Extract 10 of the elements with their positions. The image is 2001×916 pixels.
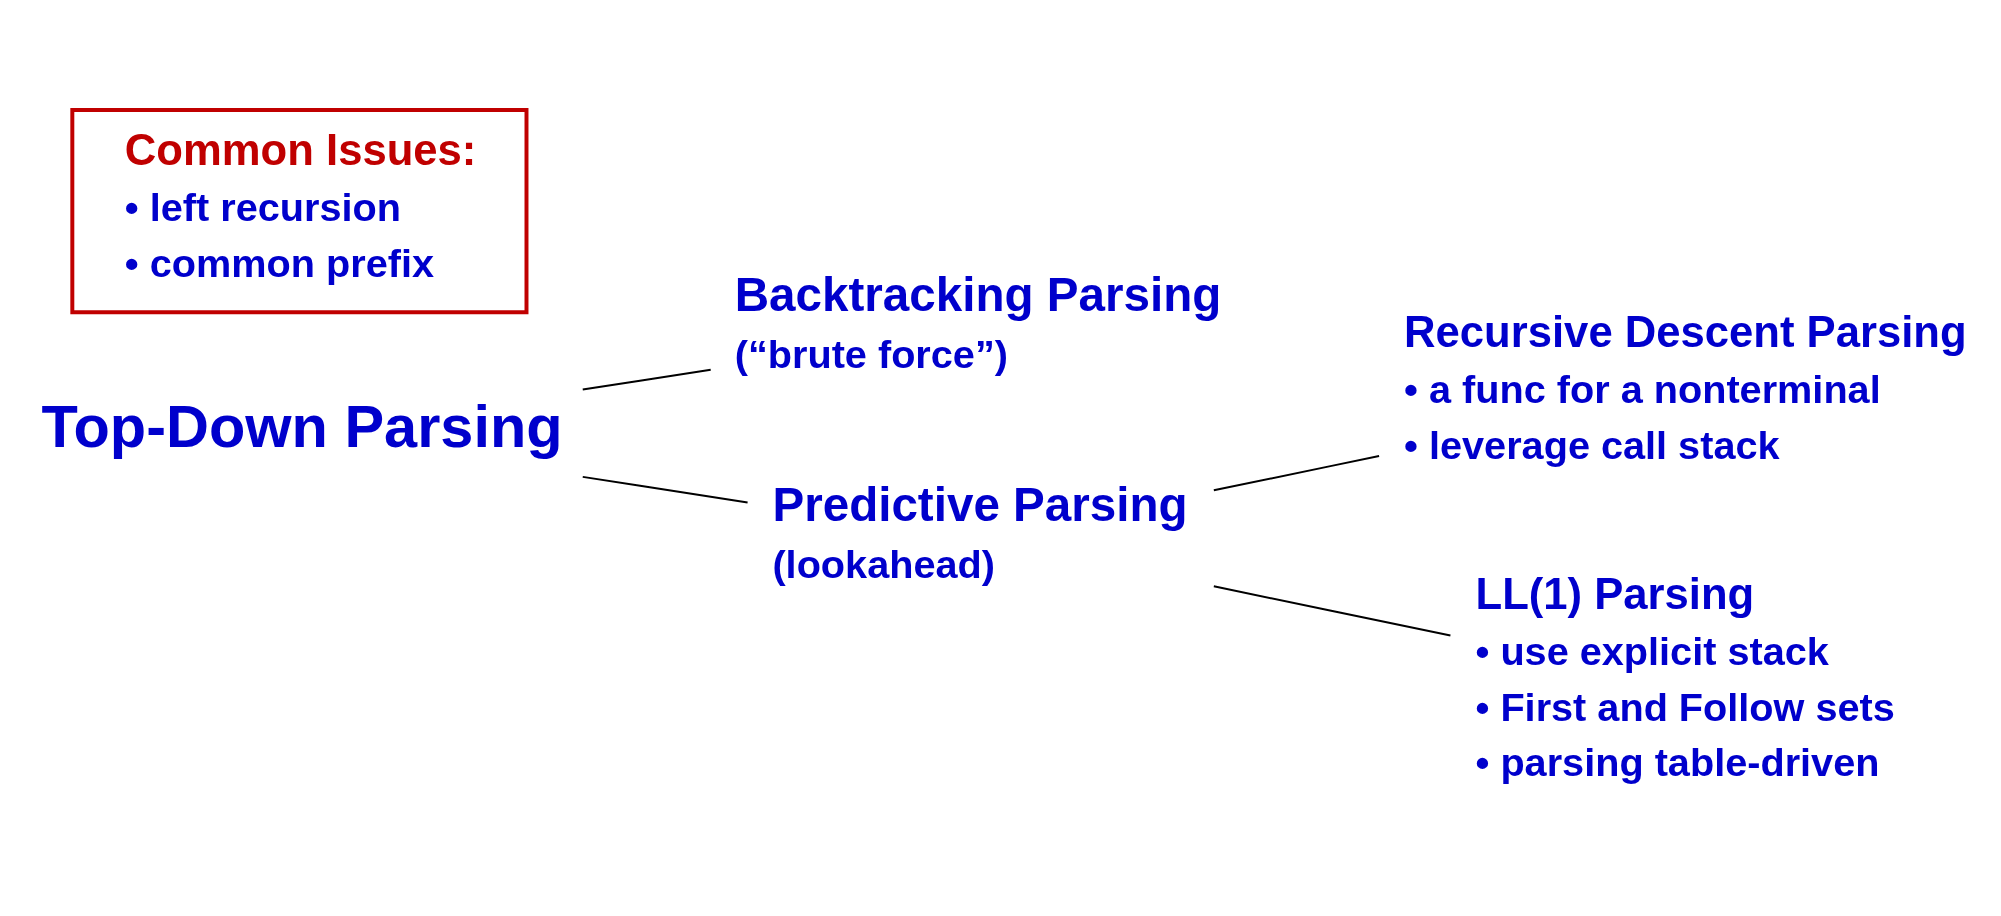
connector [581, 475, 749, 504]
node-text: Top-Down Parsing [41, 393, 563, 461]
node-box: Common Issues: • left recursion • common prefix [70, 107, 529, 315]
node-text: LL(1) Parsing • use explicit stack • First and Follow sets • parsing table-driven [1475, 569, 1895, 785]
connector [1212, 585, 1452, 637]
node-text: Predictive Parsing (lookahead) [772, 477, 1188, 586]
node-text: Recursive Descent Parsing • a func for a nonterminal • leverage call stack [1404, 308, 1967, 467]
connector [1212, 455, 1381, 492]
node-text: Backtracking Parsing (“brute force”) [734, 267, 1222, 376]
connector [581, 368, 712, 391]
